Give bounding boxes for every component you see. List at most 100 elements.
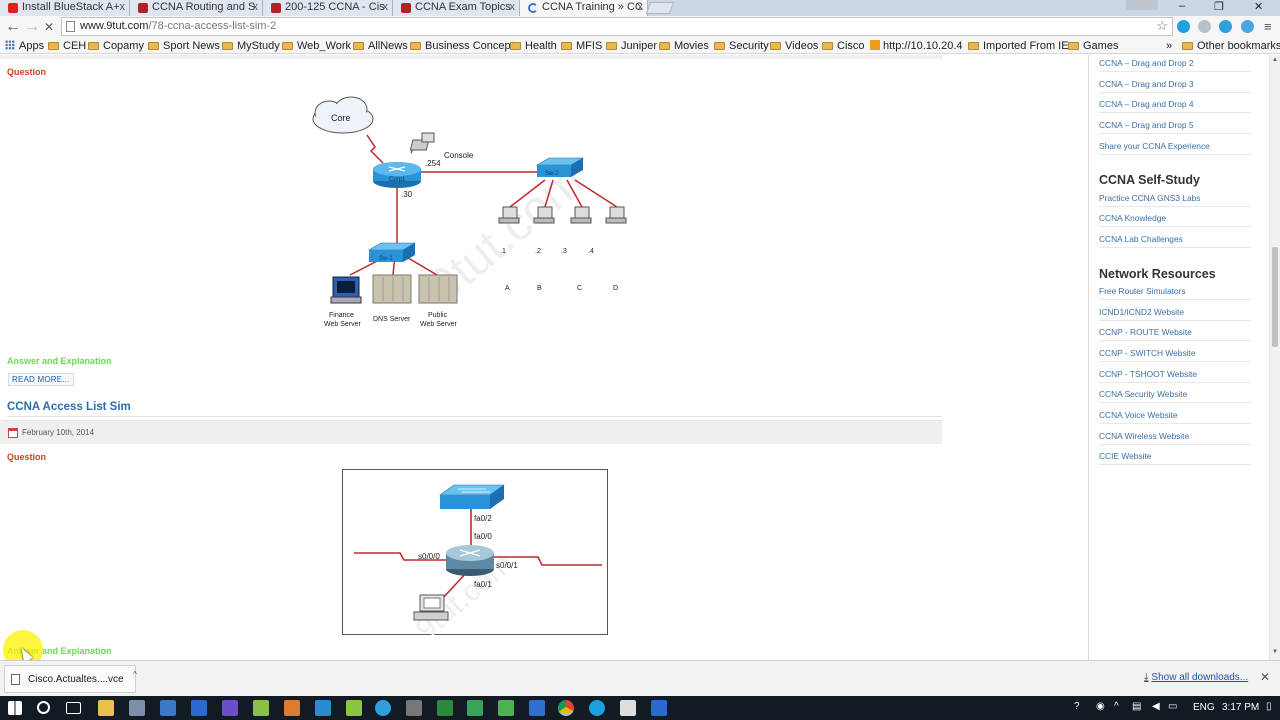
bookmark-folder[interactable]: Imported From IE [968,39,1069,53]
address-bar[interactable]: www.9tut.com/78-ccna-access-list-sim-2 ☆ [61,17,1173,36]
bookmark-folder[interactable]: Videos [770,39,818,53]
language-indicator[interactable]: ENG [1193,702,1215,713]
tab-close-icon[interactable]: x [637,1,644,13]
close-window-button[interactable]: ✕ [1254,1,1264,13]
show-all-downloads-link[interactable]: ⤓Show all downloads... [1144,672,1249,683]
other-bookmarks[interactable]: Other bookmarks [1182,39,1280,53]
sidebar-link-knowledge[interactable]: CCNA Knowledge [1099,213,1167,223]
action-center-icon[interactable]: ▯ [1266,701,1272,712]
bookmarks-overflow-button[interactable]: » [1166,40,1173,52]
telegram-taskbar-icon[interactable] [375,700,391,716]
tab-close-icon[interactable]: x [382,1,389,13]
read-more-button[interactable]: READ MORE... [8,373,74,386]
download-extension-icon[interactable] [1241,20,1254,33]
skype-grey-icon[interactable] [1198,20,1211,33]
close-download-shelf-button[interactable]: ✕ [1260,670,1271,684]
search-icon[interactable] [37,701,50,714]
scrollbar-thumb[interactable] [1272,247,1278,347]
store-icon[interactable] [620,700,636,716]
bookmark-folder[interactable]: Business Concept [410,39,514,53]
file-explorer-icon[interactable] [98,700,114,716]
notifications-icon[interactable]: ▭ [1168,701,1178,712]
sidebar-link-drag-drop-3[interactable]: CCNA – Drag and Drop 3 [1099,79,1194,89]
bookmark-folder[interactable]: Cisco [822,39,865,53]
taskbar-clock[interactable]: 3:17 PM [1222,702,1260,713]
excel-icon[interactable] [437,700,453,716]
telegram-icon[interactable] [1219,20,1232,33]
app-icon[interactable] [191,700,207,716]
tab-ccna-exam-topics[interactable]: CCNA Exam Topics x [393,0,520,16]
sidebar-link-ccna-security[interactable]: CCNA Security Website [1099,389,1188,399]
bookmark-apps[interactable]: Apps [5,39,44,53]
forward-button[interactable]: → [24,18,40,35]
bookmark-folder[interactable]: Games [1068,39,1118,53]
tab-ccna-routing[interactable]: CCNA Routing and S x [130,0,263,16]
profile-avatar[interactable] [1126,0,1158,10]
app-icon[interactable] [284,700,300,716]
bookmark-link[interactable]: http://10.10.20.4 [870,39,963,53]
bookmark-folder[interactable]: Health [510,39,557,53]
show-hidden-icons-icon[interactable]: ^ [1114,701,1119,712]
download-options-caret-icon[interactable]: ^ [133,670,137,679]
app-icon[interactable] [253,700,269,716]
bookmark-folder[interactable]: Security [714,39,769,53]
app-icon[interactable] [129,700,145,716]
app-icon[interactable] [160,700,176,716]
sidebar-link-drag-drop-5[interactable]: CCNA – Drag and Drop 5 [1099,120,1194,130]
sidebar-link-lab-challenges[interactable]: CCNA Lab Challenges [1099,234,1183,244]
back-button[interactable]: ← [5,18,21,35]
new-tab-button[interactable] [645,2,675,14]
bookmark-folder[interactable]: MFIS [561,39,602,53]
scroll-down-arrow-icon[interactable]: ▼ [1272,649,1278,655]
page-scrollbar[interactable]: ▲ ▼ [1269,55,1280,660]
tray-app-icon[interactable]: ◉ [1096,701,1105,712]
windows-start-icon[interactable] [8,701,22,715]
bookmark-folder[interactable]: AllNews [353,39,408,53]
bookmark-folder[interactable]: Juniper [606,39,657,53]
sidebar-link-ccnp-route[interactable]: CCNP - ROUTE Website [1099,327,1192,337]
app-icon[interactable] [222,700,238,716]
app-icon[interactable] [315,700,331,716]
sidebar-link-drag-drop-2[interactable]: CCNA – Drag and Drop 2 [1099,58,1194,68]
bookmark-folder[interactable]: Sport News [148,39,220,53]
skype-taskbar-icon[interactable] [589,700,605,716]
minimize-button[interactable]: – [1179,0,1186,12]
sidebar-link-share-experience[interactable]: Share your CCNA Experience [1099,141,1210,151]
restore-button[interactable]: ❐ [1214,1,1224,13]
tab-install-bluestack[interactable]: Install BlueStack A+ x [0,0,130,16]
network-icon[interactable]: ▤ [1132,701,1142,712]
sidebar-link-ccie[interactable]: CCIE Website [1099,451,1152,461]
tab-close-icon[interactable]: x [252,1,259,13]
sidebar-link-icnd[interactable]: ICND1/ICND2 Website [1099,307,1185,317]
menu-icon[interactable]: ≡ [1264,19,1272,34]
sidebar-link-ccna-wireless[interactable]: CCNA Wireless Website [1099,431,1190,441]
task-view-icon[interactable] [66,702,81,714]
sidebar-link-ccnp-tshoot[interactable]: CCNP - TSHOOT Website [1099,369,1198,379]
tab-ccna-training[interactable]: CCNA Training » CC x [520,0,648,16]
app-icon[interactable] [346,700,362,716]
tab-close-icon[interactable]: x [119,1,126,13]
volume-icon[interactable]: ◀ [1152,701,1160,712]
sidebar-link-ccna-voice[interactable]: CCNA Voice Website [1099,410,1178,420]
sidebar-link-gns3-labs[interactable]: Practice CCNA GNS3 Labs [1099,193,1201,203]
app-icon[interactable] [498,700,514,716]
tab-close-icon[interactable]: x [509,1,516,13]
bookmark-folder[interactable]: Web_Work [282,39,351,53]
bookmark-star-icon[interactable]: ☆ [1156,18,1168,33]
help-icon[interactable]: ? [1074,701,1080,712]
chrome-icon[interactable] [558,700,574,716]
app-icon[interactable] [406,700,422,716]
bookmark-folder[interactable]: Movies [659,39,709,53]
sidebar-link-drag-drop-4[interactable]: CCNA – Drag and Drop 4 [1099,99,1194,109]
bookmark-folder[interactable]: MyStudy [222,39,280,53]
app-icon[interactable] [467,700,483,716]
scroll-up-arrow-icon[interactable]: ▲ [1272,57,1278,63]
outlook-icon[interactable] [651,700,667,716]
download-item[interactable]: Cisco.Actualtes....vce ^ [4,665,137,693]
stop-button[interactable]: ✕ [44,20,55,34]
sidebar-link-ccnp-switch[interactable]: CCNP - SWITCH Website [1099,348,1196,358]
app-icon[interactable] [529,700,545,716]
tab-200-125-ccna[interactable]: 200-125 CCNA - Cis x [263,0,393,16]
bookmark-folder[interactable]: Copamy [88,39,144,53]
sidebar-link-router-simulators[interactable]: Free Router Simulators [1099,286,1186,296]
